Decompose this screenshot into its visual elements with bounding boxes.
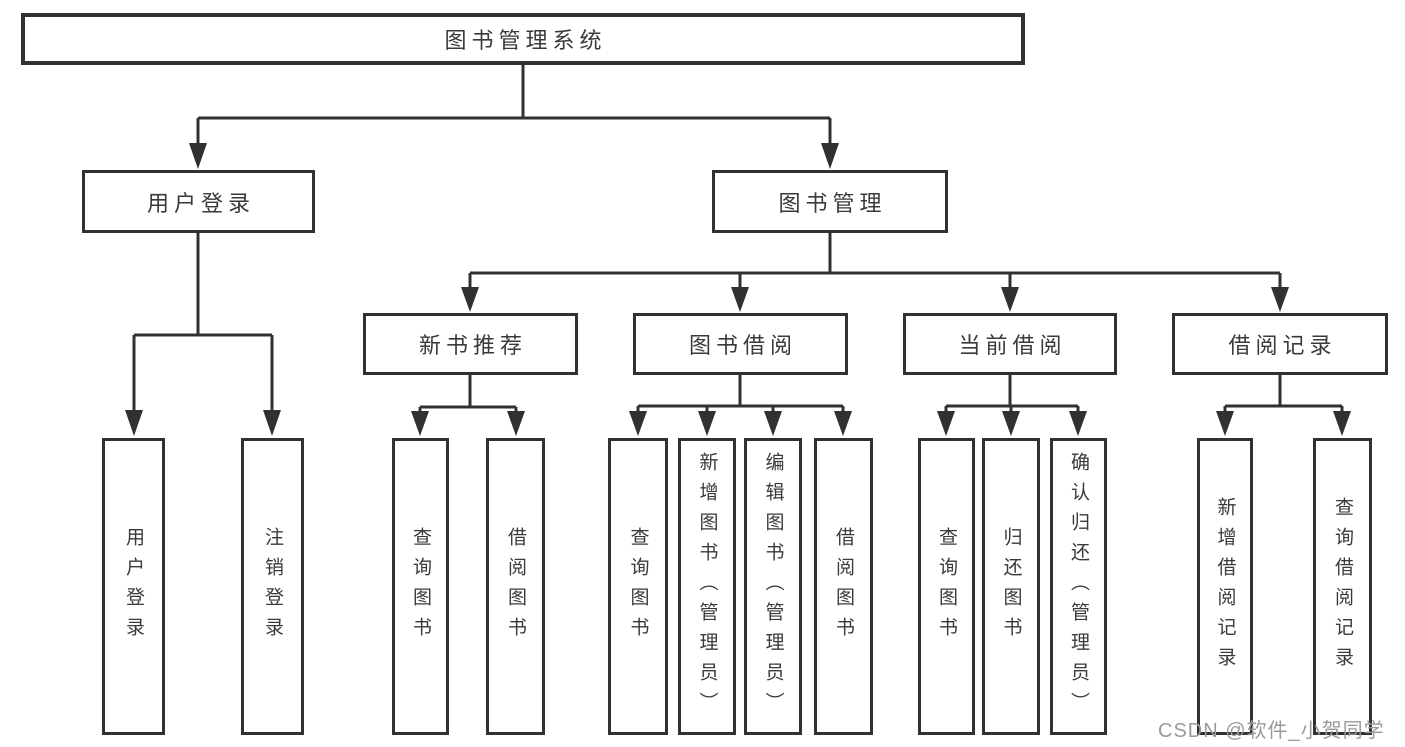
node-label: 用户登录	[146, 190, 255, 216]
node-book-management-system: 图书管理系统	[21, 13, 1025, 65]
node-label: 新书推荐	[418, 333, 527, 358]
leaf-borrow-books: 借阅图书	[814, 438, 873, 735]
node-label: 查询图书	[936, 526, 957, 647]
node-label: 查询借阅记录	[1332, 496, 1353, 677]
leaf-user-login: 用户登录	[102, 438, 165, 735]
node-label: 当前借阅	[958, 333, 1067, 358]
node-user-login: 用户登录	[82, 170, 315, 233]
node-label: 图书借阅	[688, 333, 797, 358]
node-current-borrow: 当前借阅	[903, 313, 1117, 375]
node-label: 新增图书（管理员）	[696, 451, 718, 722]
leaf-add-books-admin: 新增图书（管理员）	[678, 438, 736, 735]
leaf-borrow-books-recommend: 借阅图书	[486, 438, 545, 735]
leaf-edit-books-admin: 编辑图书（管理员）	[744, 438, 802, 735]
node-label: 借阅图书	[505, 526, 526, 647]
node-label: 借阅记录	[1228, 333, 1337, 358]
leaf-query-borrow-record: 查询借阅记录	[1313, 438, 1372, 735]
node-label: 借阅图书	[833, 526, 854, 647]
node-label: 归还图书	[1000, 526, 1022, 647]
csdn-watermark: CSDN @软件_小贺同学	[1158, 720, 1385, 742]
node-book-borrow: 图书借阅	[633, 313, 848, 375]
node-label: 查询图书	[410, 526, 431, 647]
leaf-query-books-borrow: 查询图书	[608, 438, 668, 735]
leaf-return-books: 归还图书	[982, 438, 1040, 735]
node-label: 图书管理	[778, 190, 887, 216]
leaf-logout: 注销登录	[241, 438, 304, 735]
leaf-confirm-return-admin: 确认归还（管理员）	[1050, 438, 1107, 735]
node-borrow-records: 借阅记录	[1172, 313, 1388, 375]
node-label: 查询图书	[627, 526, 649, 647]
node-label: 确认归还（管理员）	[1068, 451, 1089, 722]
node-label: 编辑图书（管理员）	[762, 451, 784, 722]
node-label: 用户登录	[123, 526, 144, 647]
node-label: 注销登录	[262, 526, 283, 647]
node-label: 图书管理系统	[444, 28, 607, 53]
leaf-query-books-current: 查询图书	[918, 438, 975, 735]
node-label: 新增借阅记录	[1214, 496, 1236, 677]
leaf-query-books-recommend: 查询图书	[392, 438, 449, 735]
node-book-management: 图书管理	[712, 170, 948, 233]
leaf-add-borrow-record: 新增借阅记录	[1197, 438, 1253, 735]
node-new-book-recommend: 新书推荐	[363, 313, 578, 375]
arrowheads	[125, 143, 1351, 436]
